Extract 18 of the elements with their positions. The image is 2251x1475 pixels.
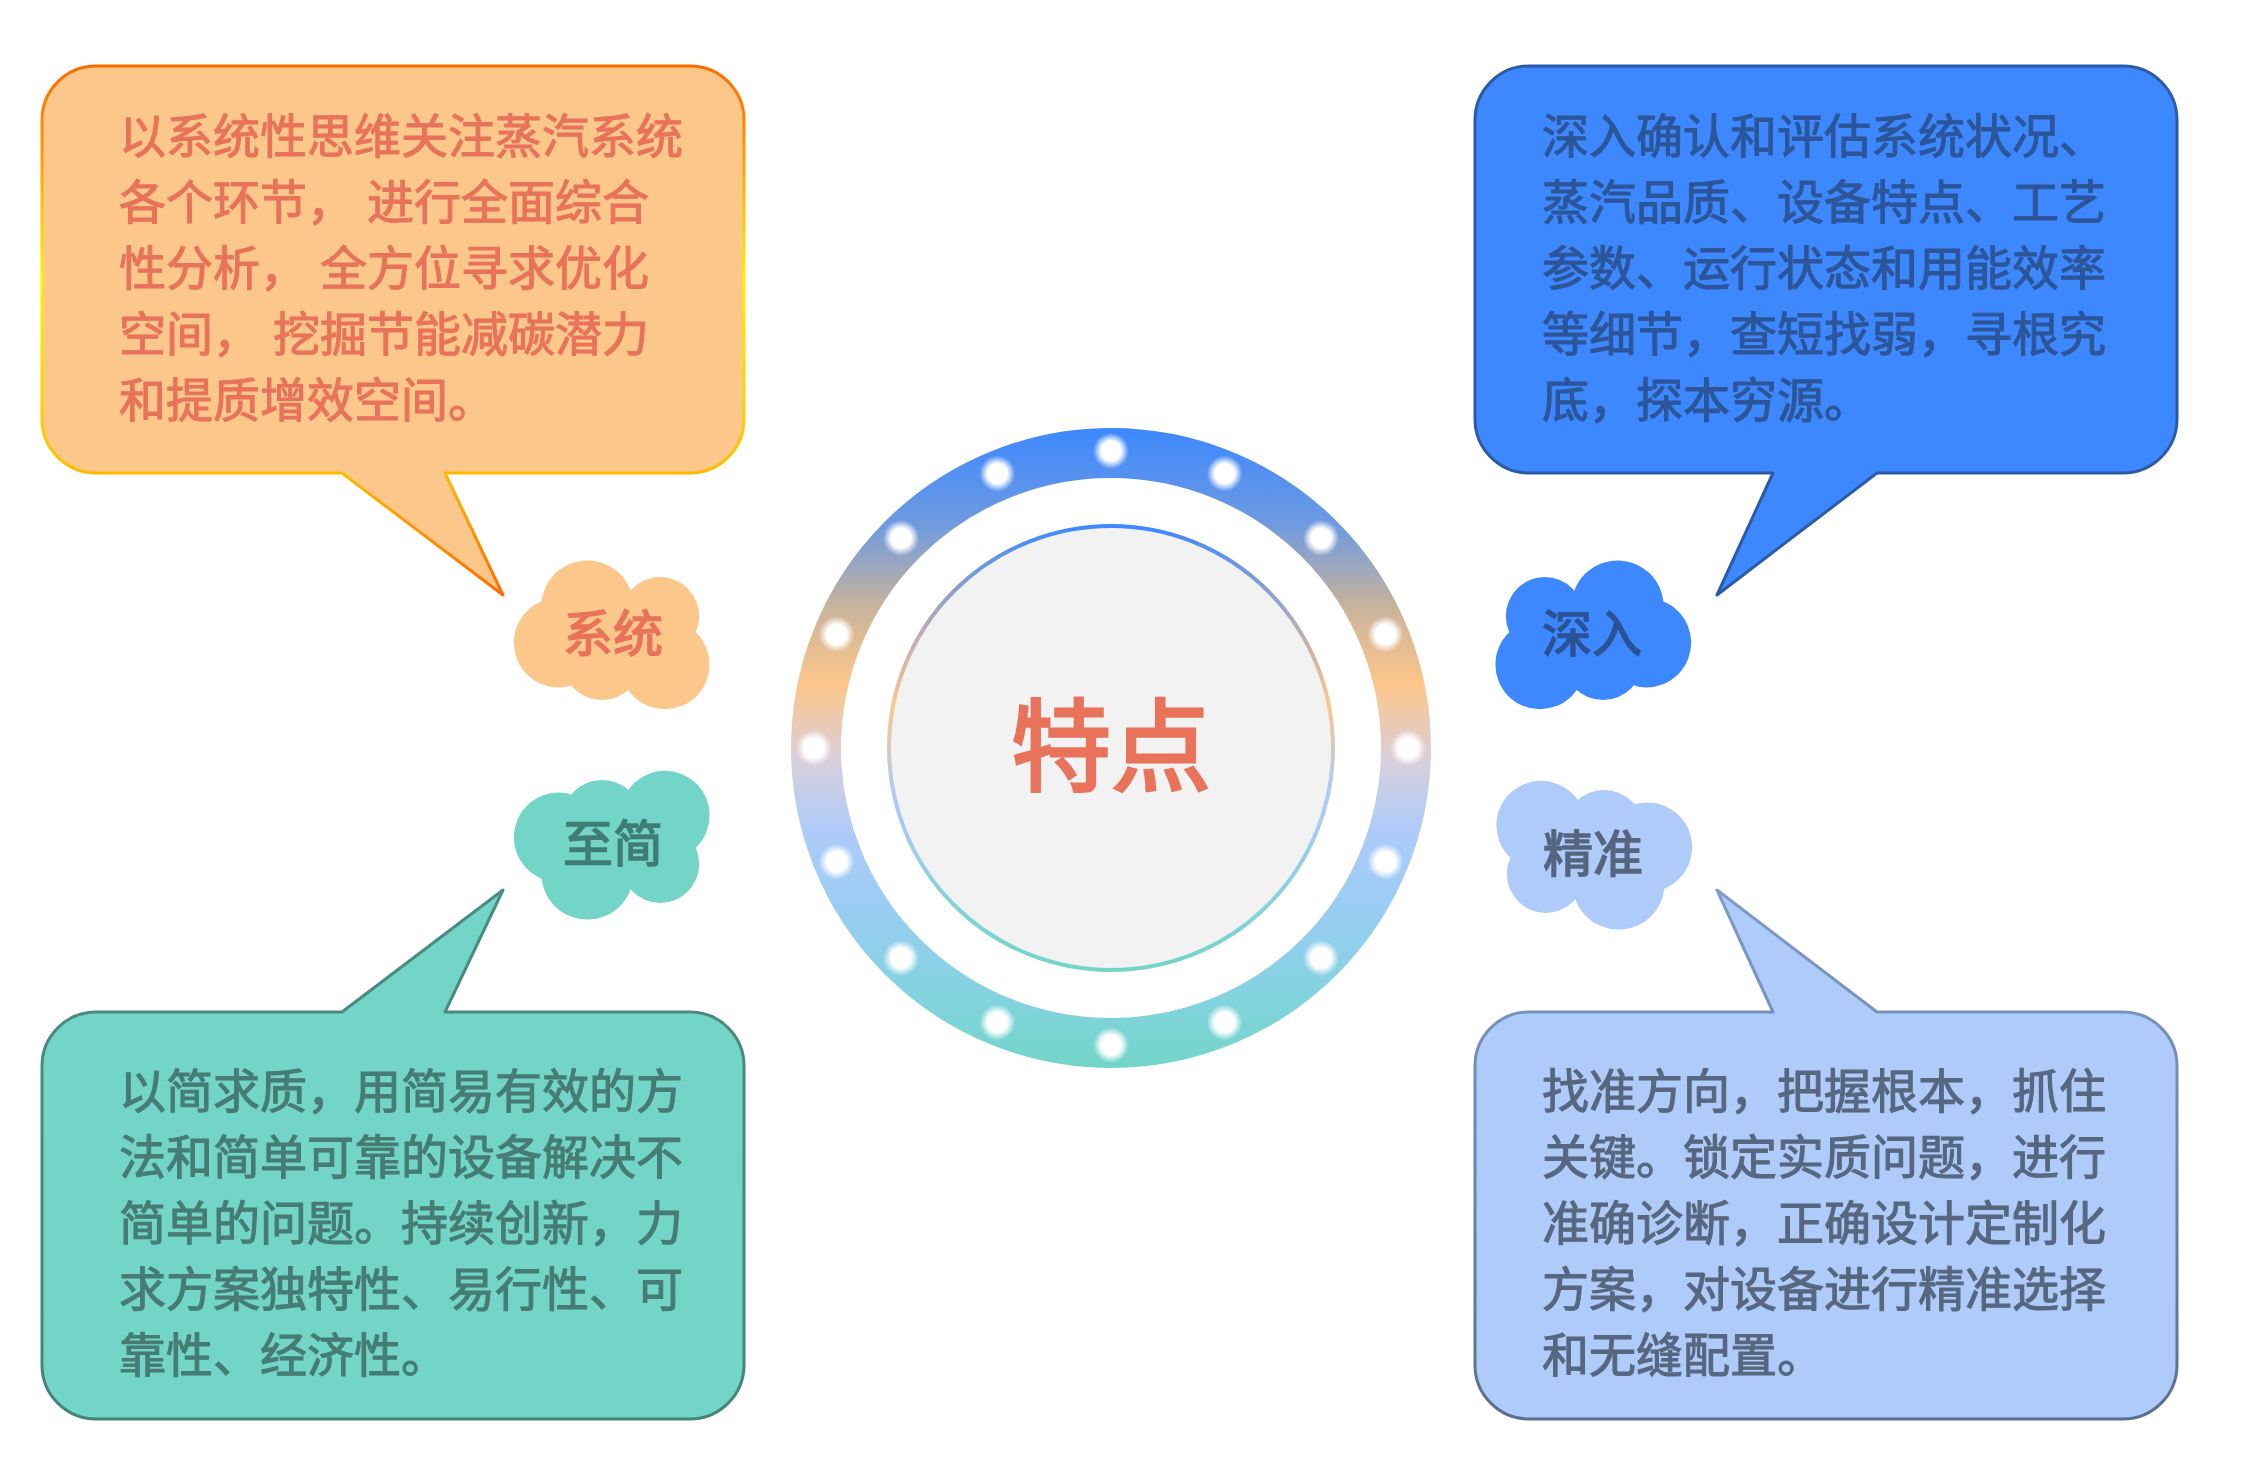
keyword-label: 深入 bbox=[1542, 606, 1642, 665]
center-circle bbox=[887, 524, 1335, 972]
keyword-label: 精准 bbox=[1543, 826, 1643, 885]
center-title: 特点 bbox=[1011, 690, 1211, 806]
bubble-text: 深入确认和评估系统状况、蒸汽品质、设备特点、工艺参数、运行状态和用能效率等细节，查短找弱，寻根究底，探本穷源。 bbox=[1542, 109, 2107, 429]
bubble-text: 以简求质，用简易有效的方法和简单可靠的设备解决不简单的问题。持续创新，力求方案独特性、易行性、可靠性、经济性。 bbox=[119, 1064, 684, 1384]
keyword-label: 系统 bbox=[563, 606, 663, 665]
cloud-shape bbox=[514, 560, 712, 710]
cloud-shape bbox=[1493, 560, 1691, 710]
bubble-text: 以系统性思维关注蒸汽系统各个环节， 进行全面综合性分析， 全方位寻求优化空间， 挖掘节能减碳潜力和提质增效空间。 bbox=[119, 109, 684, 429]
speech-bubble bbox=[1473, 64, 2179, 597]
cloud-shape bbox=[514, 770, 712, 920]
cloud-shape bbox=[1494, 780, 1692, 930]
speech-bubble bbox=[1473, 888, 2179, 1421]
speech-bubble bbox=[40, 64, 746, 597]
bubble-text: 找准方向，把握根本，抓住关键。锁定实质问题，进行准确诊断，正确设计定制化方案，对设备进行精准选择和无缝配置。 bbox=[1542, 1064, 2107, 1384]
keyword-label: 至简 bbox=[563, 816, 663, 875]
speech-bubble bbox=[40, 888, 746, 1421]
